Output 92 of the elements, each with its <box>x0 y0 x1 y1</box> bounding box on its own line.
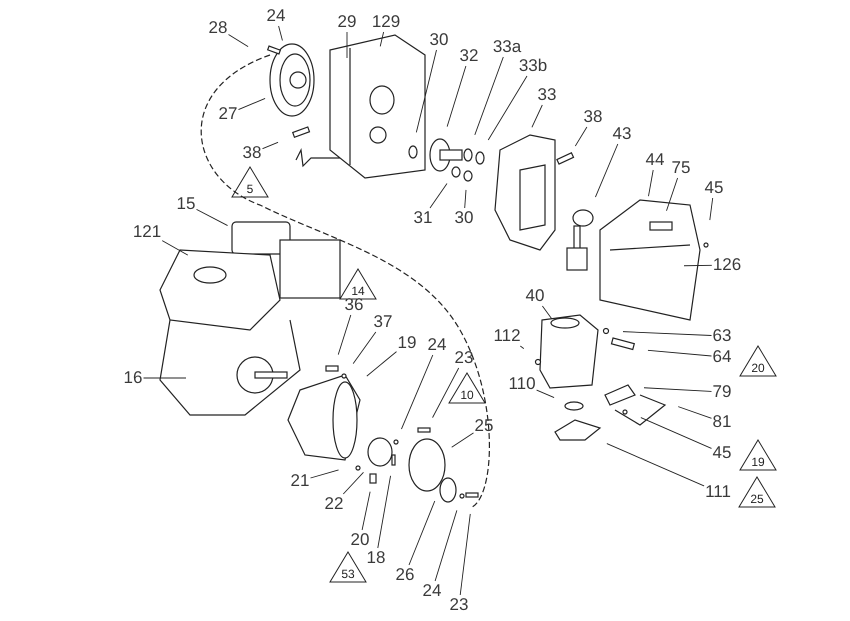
leader-line <box>709 198 714 221</box>
callout-number: 45 <box>712 444 732 462</box>
callout-number: 24 <box>266 7 286 25</box>
leader-line <box>678 406 712 419</box>
callout-number: 110 <box>508 375 536 393</box>
leader-line <box>644 387 712 392</box>
leader-line <box>228 34 249 48</box>
callout-number: 129 <box>372 13 400 31</box>
callout-number: 24 <box>428 336 446 354</box>
callout-number: 33 <box>538 86 556 104</box>
leader-line <box>666 178 678 212</box>
callout-number: 121 <box>132 223 162 241</box>
leader-line <box>622 331 712 336</box>
leader-line <box>377 475 391 548</box>
leader-line <box>542 306 552 320</box>
leader-line <box>574 126 588 146</box>
callout-number: 112 <box>493 327 521 345</box>
callout-number: 15 <box>176 195 196 213</box>
callout-number: 28 <box>208 19 228 37</box>
leader-line <box>346 32 348 58</box>
callout-number: 27 <box>218 105 238 123</box>
leader-line <box>451 432 474 448</box>
callout-number: 29 <box>338 13 356 31</box>
leader-line <box>488 76 528 140</box>
callout-number: 38 <box>242 144 262 162</box>
leader-line <box>464 190 466 208</box>
leader-line <box>606 443 705 486</box>
callout-number: 38 <box>584 108 602 126</box>
callout-number: 31 <box>414 209 432 227</box>
warning-triangle: 25 <box>738 476 776 508</box>
callout-number: 43 <box>612 125 632 143</box>
leader-line <box>401 354 434 430</box>
callout-number: 24 <box>422 582 442 600</box>
callout-number: 16 <box>124 369 142 387</box>
warning-triangle: 19 <box>739 439 777 471</box>
leader-line <box>162 240 188 256</box>
callout-number: 30 <box>430 31 448 49</box>
leader-line <box>474 56 504 136</box>
callout-number: 26 <box>396 566 414 584</box>
callout-number: 79 <box>712 383 732 401</box>
leader-line <box>278 26 283 41</box>
leader-line <box>366 351 397 377</box>
callout-number: 21 <box>290 472 310 490</box>
leader-line <box>536 390 555 398</box>
callout-number: 33a <box>492 38 522 56</box>
callout-number: 30 <box>454 209 474 227</box>
leader-line <box>640 417 712 449</box>
leader-line <box>408 500 436 566</box>
callout-number: 111 <box>705 483 731 501</box>
leader-line <box>416 50 437 133</box>
leader-line <box>684 264 712 266</box>
callout-number: 25 <box>474 417 494 435</box>
leader-line <box>648 170 654 197</box>
callout-number: 23 <box>450 596 468 614</box>
leader-line <box>648 350 712 356</box>
callout-number: 45 <box>704 179 724 197</box>
callout-number: 32 <box>460 47 478 65</box>
warning-triangle: 20 <box>739 345 777 377</box>
leader-line <box>434 510 458 582</box>
callout-number: 18 <box>366 549 386 567</box>
leader-line <box>531 104 543 128</box>
callout-number: 44 <box>646 151 664 169</box>
callout-number: 64 <box>712 348 732 366</box>
callout-number: 23 <box>454 349 474 367</box>
leader-line <box>430 183 448 208</box>
leader-line <box>262 142 278 150</box>
callout-number: 19 <box>398 334 416 352</box>
leader-line <box>352 332 376 364</box>
leader-line <box>342 472 364 494</box>
callout-number: 22 <box>324 495 344 513</box>
warning-triangle: 5 <box>231 166 269 198</box>
callout-number: 40 <box>526 287 544 305</box>
leader-line <box>380 32 384 47</box>
callout-number: 75 <box>672 159 690 177</box>
leader-line <box>238 98 266 110</box>
leader-line <box>310 469 339 478</box>
callout-number: 20 <box>350 531 370 549</box>
leader-line <box>362 491 371 530</box>
warning-triangle: 53 <box>329 551 367 583</box>
warning-triangle: 10 <box>448 372 486 404</box>
leader-line <box>594 144 618 198</box>
callout-number: 81 <box>712 413 732 431</box>
leader-line <box>520 346 524 350</box>
leader-line <box>432 368 460 418</box>
leader-line <box>446 66 466 128</box>
leader-line <box>338 314 352 356</box>
leader-line <box>196 208 228 226</box>
callout-number: 63 <box>712 327 732 345</box>
leader-line <box>460 513 471 596</box>
callout-number: 33b <box>518 57 548 75</box>
callout-number: 126 <box>712 256 742 274</box>
callout-number: 37 <box>374 313 392 331</box>
